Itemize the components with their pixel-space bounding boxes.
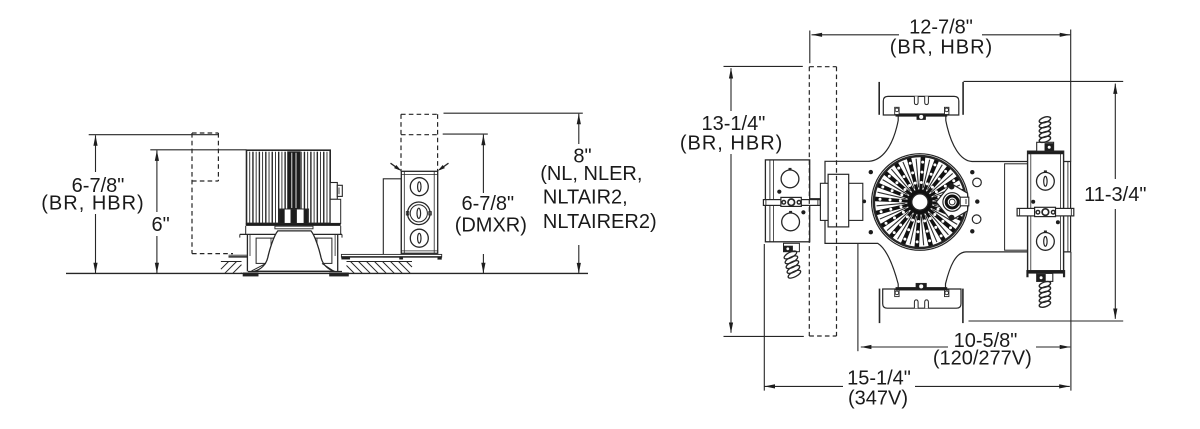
svg-text:10-5/8": 10-5/8": [954, 330, 1018, 352]
svg-text:(BR, HBR): (BR, HBR): [41, 193, 144, 215]
svg-text:8": 8": [573, 146, 591, 168]
svg-text:15-1/4": 15-1/4": [847, 368, 911, 390]
svg-text:(120/277V): (120/277V): [933, 348, 1032, 370]
svg-text:6-7/8": 6-7/8": [461, 193, 514, 215]
svg-text:(347V): (347V): [848, 388, 908, 410]
svg-text:6": 6": [151, 214, 169, 236]
svg-text:(NL, NLER,: (NL, NLER,: [540, 163, 642, 185]
svg-text:11-3/4": 11-3/4": [1084, 184, 1146, 206]
svg-text:12-7/8": 12-7/8": [909, 17, 973, 39]
svg-text:NLTAIRER2): NLTAIRER2): [543, 211, 657, 233]
svg-text:13-1/4": 13-1/4": [701, 113, 765, 135]
svg-text:NLTAIR2,: NLTAIR2,: [543, 187, 628, 209]
svg-text:(BR, HBR): (BR, HBR): [680, 133, 783, 155]
svg-text:(DMXR): (DMXR): [455, 215, 527, 237]
svg-text:6-7/8": 6-7/8": [72, 175, 125, 197]
svg-text:(BR, HBR): (BR, HBR): [890, 37, 993, 59]
